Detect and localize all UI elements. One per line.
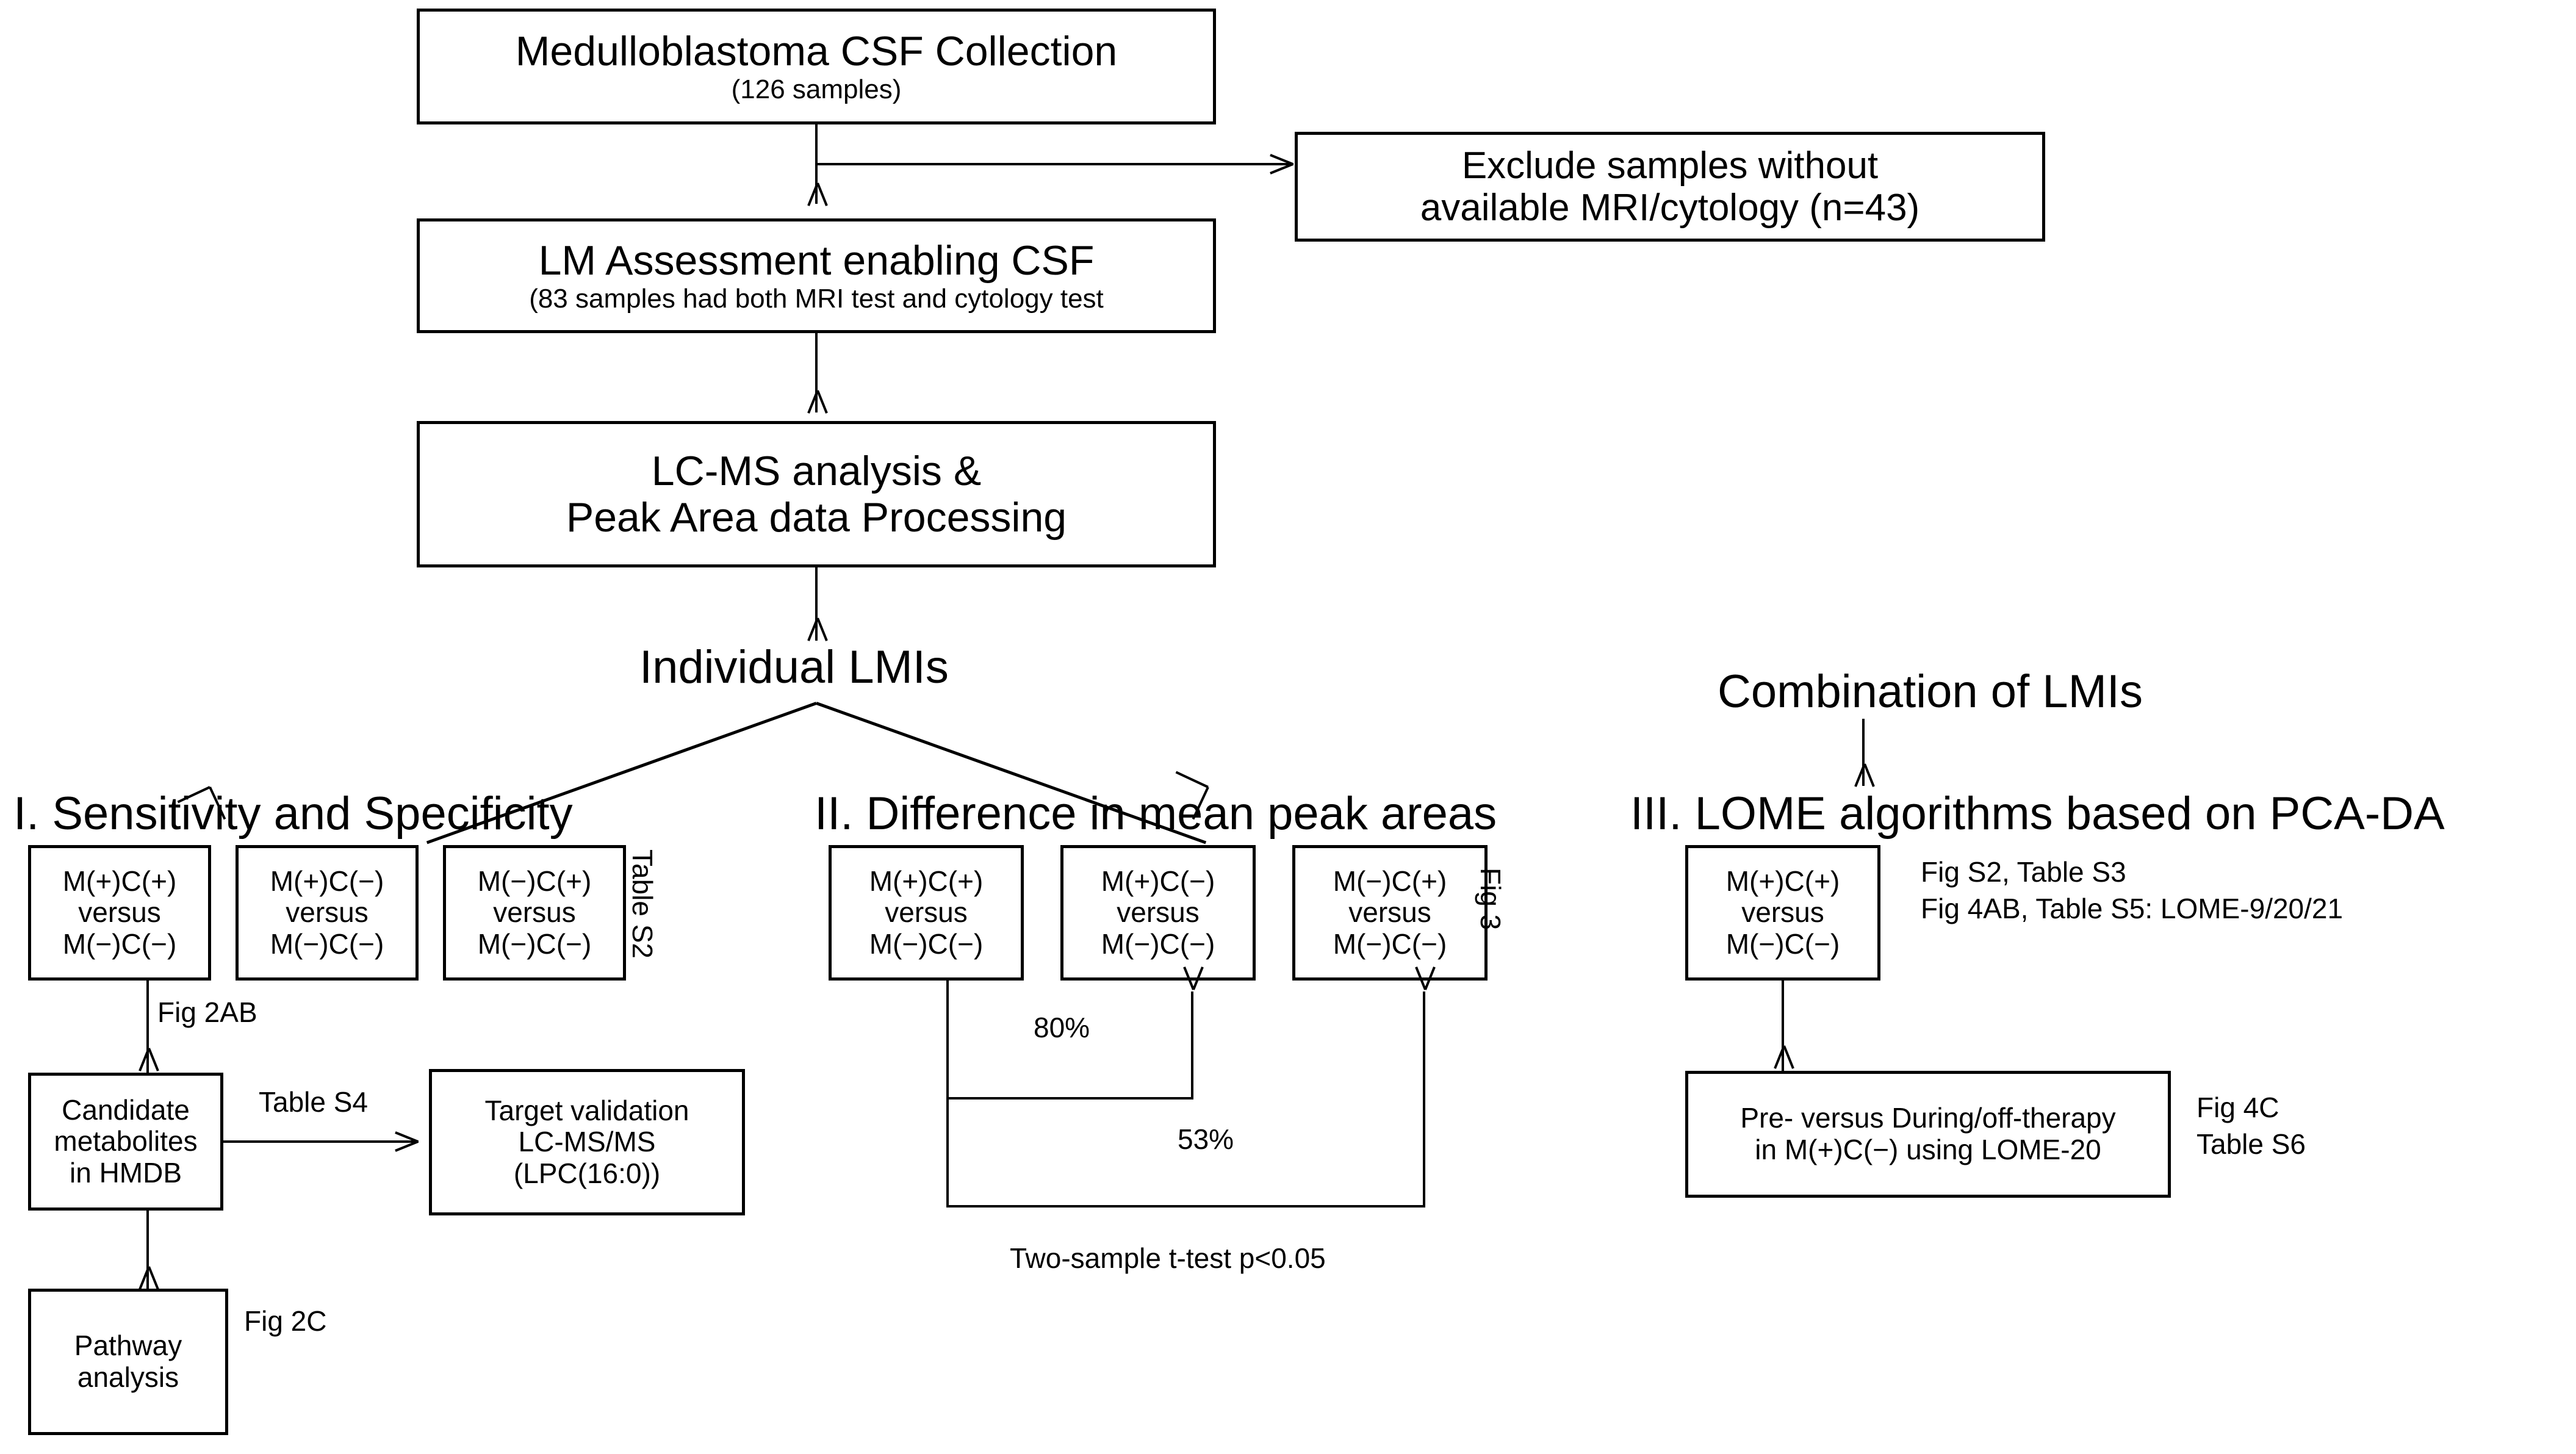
candidate-line-2: metabolites (54, 1125, 198, 1157)
comparison-box-2-1: M(+)C(+) versus M(−)C(−) (829, 845, 1024, 981)
edge-combination-to-section-three (1862, 719, 1865, 786)
label-combination-lmis: Combination of LMIs (1718, 666, 2143, 718)
lm-assessment-title: LM Assessment enabling CSF (538, 237, 1095, 284)
node-lcms-analysis: LC-MS analysis & Peak Area data Processi… (417, 421, 1216, 567)
edge-label-table-s4: Table S4 (259, 1086, 369, 1118)
comparison-box-2-2: M(+)C(−) versus M(−)C(−) (1060, 845, 1256, 981)
comparison-box-1-1: M(+)C(+) versus M(−)C(−) (28, 845, 211, 981)
edge-lm-to-lcms (815, 333, 818, 412)
target-line-1: Target validation (484, 1094, 689, 1126)
comparison-line-3: M(−)C(−) (270, 927, 384, 960)
comparison-line-3: M(−)C(−) (1101, 927, 1215, 960)
pathway-line-2: analysis (77, 1361, 179, 1393)
comparison-line-2: versus (493, 896, 576, 929)
therapy-line-2: in M(+)C(−) using LOME-20 (1755, 1134, 2101, 1165)
comparison-line-2: versus (1117, 896, 1200, 929)
comparison-box-3-1: M(+)C(+) versus M(−)C(−) (1685, 845, 1880, 981)
heading-section-one: I. Sensitivity and Specificity (13, 788, 573, 840)
footnote-t-test: Two-sample t-test p<0.05 (1010, 1242, 1326, 1274)
annotation-fig-s2-table-s3: Fig S2, Table S3 (1921, 856, 2126, 888)
edge-comparison-to-therapy (1782, 981, 1784, 1071)
side-label-table-s2: Table S2 (627, 849, 658, 959)
overlap-53-right-stem (1423, 992, 1425, 1207)
overlap-80-horizontal (946, 1097, 1193, 1099)
comparison-line-3: M(−)C(−) (477, 927, 592, 960)
overlap-53-horizontal (946, 1205, 1425, 1207)
csf-collection-title: Medulloblastoma CSF Collection (515, 28, 1118, 75)
comparison-line-1: M(−)C(+) (477, 865, 592, 897)
edge-candidate-to-target (223, 1140, 419, 1143)
exclude-line-1: Exclude samples without (1461, 144, 1879, 187)
label-individual-lmis: Individual LMIs (639, 641, 949, 693)
comparison-line-2: versus (1741, 896, 1824, 929)
annotation-fig-4ab-table-s5: Fig 4AB, Table S5: LOME-9/20/21 (1921, 893, 2344, 924)
annotation-fig-4c: Fig 4C (2196, 1092, 2279, 1123)
candidate-line-1: Candidate (62, 1093, 190, 1126)
side-label-fig-3: Fig 3 (1475, 868, 1506, 930)
node-candidate-metabolites: Candidate metabolites in HMDB (28, 1073, 223, 1211)
edge-candidate-to-pathway (146, 1211, 149, 1290)
comparison-line-1: M(−)C(+) (1333, 865, 1447, 897)
lcms-line-1: LC-MS analysis & (651, 447, 982, 494)
comparison-line-1: M(+)C(+) (62, 865, 177, 897)
heading-section-two: II. Difference in mean peak areas (815, 788, 1497, 840)
node-target-validation: Target validation LC-MS/MS (LPC(16:0)) (429, 1069, 745, 1215)
edge-label-fig-2ab: Fig 2AB (157, 996, 257, 1028)
comparison-line-2: versus (1348, 896, 1431, 929)
comparison-line-1: M(+)C(−) (270, 865, 384, 897)
comparison-box-1-3: M(−)C(+) versus M(−)C(−) (443, 845, 626, 981)
comparison-line-3: M(−)C(−) (1333, 927, 1447, 960)
comparison-line-2: versus (286, 896, 369, 929)
comparison-line-1: M(+)C(+) (1725, 865, 1840, 897)
edge-comparison-to-candidate (146, 981, 149, 1073)
target-line-3: (LPC(16:0)) (513, 1157, 661, 1189)
overlap-label-80: 80% (1034, 1012, 1090, 1043)
lcms-line-2: Peak Area data Processing (566, 494, 1067, 541)
node-therapy-comparison: Pre- versus During/off-therapy in M(+)C(… (1685, 1071, 2171, 1198)
annotation-table-s6: Table S6 (2196, 1128, 2306, 1160)
comparison-box-2-3: M(−)C(+) versus M(−)C(−) (1292, 845, 1488, 981)
node-exclude-samples: Exclude samples without available MRI/cy… (1295, 132, 2045, 242)
comparison-line-1: M(+)C(−) (1101, 865, 1215, 897)
lm-assessment-subtitle: (83 samples had both MRI test and cytolo… (529, 284, 1104, 314)
comparison-line-2: versus (78, 896, 161, 929)
target-line-2: LC-MS/MS (518, 1126, 656, 1158)
comparison-line-1: M(+)C(+) (869, 865, 984, 897)
node-csf-collection: Medulloblastoma CSF Collection (126 samp… (417, 9, 1216, 124)
pathway-line-1: Pathway (74, 1330, 182, 1362)
comparison-box-1-2: M(+)C(−) versus M(−)C(−) (236, 845, 419, 981)
edge-lcms-to-lmis (815, 567, 818, 641)
comparison-line-3: M(−)C(−) (62, 927, 177, 960)
edge-collection-to-exclude (816, 163, 1293, 165)
edge-label-fig-2c: Fig 2C (244, 1305, 327, 1337)
comparison-line-3: M(−)C(−) (869, 927, 984, 960)
candidate-line-3: in HMDB (69, 1156, 182, 1189)
overlap-label-53: 53% (1178, 1123, 1234, 1155)
overlap-53-left-stem (946, 981, 949, 1207)
overlap-80-right-stem (1191, 992, 1193, 1099)
comparison-line-3: M(−)C(−) (1725, 927, 1840, 960)
heading-section-three: III. LOME algorithms based on PCA-DA (1630, 788, 2445, 840)
exclude-line-2: available MRI/cytology (n=43) (1420, 187, 1920, 229)
comparison-line-2: versus (885, 896, 968, 929)
therapy-line-1: Pre- versus During/off-therapy (1740, 1102, 2116, 1134)
csf-collection-subtitle: (126 samples) (731, 74, 902, 105)
node-pathway-analysis: Pathway analysis (28, 1289, 228, 1435)
node-lm-assessment: LM Assessment enabling CSF (83 samples h… (417, 218, 1216, 333)
